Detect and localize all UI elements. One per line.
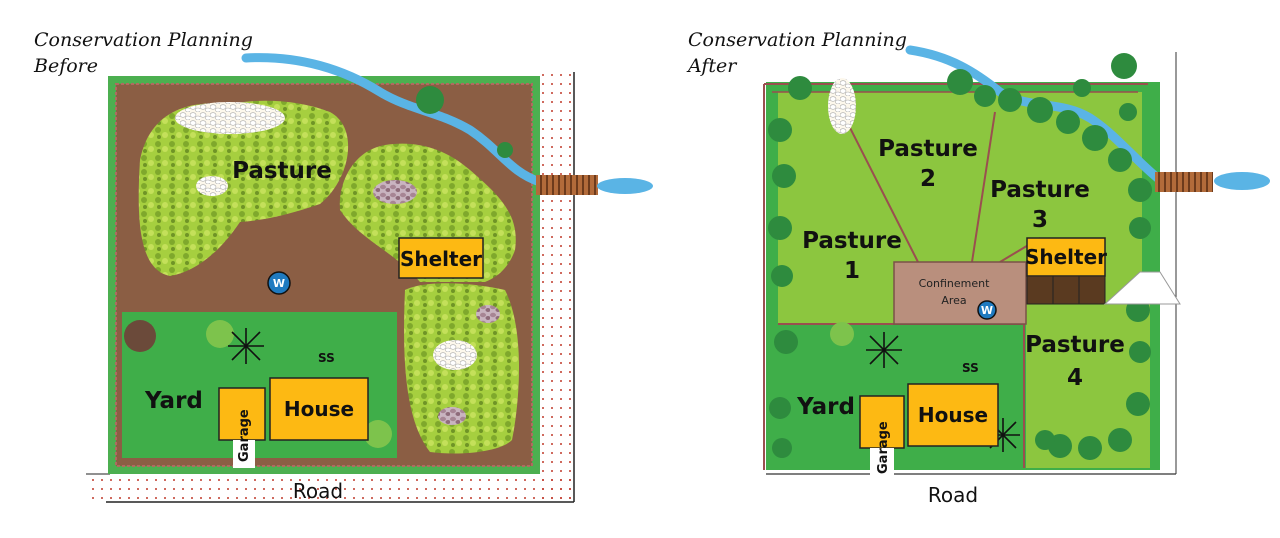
before-rock-patch xyxy=(373,180,417,204)
after-confinement-label-line1: Confinement xyxy=(919,277,991,290)
after-garage-label: Garage xyxy=(876,421,891,474)
after-yard-label: Yard xyxy=(796,394,855,420)
before-well xyxy=(267,271,291,295)
before-well-label: W xyxy=(273,277,285,290)
before-panel: Conservation Planning Before xyxy=(33,29,653,503)
after-pasture-4-label: Pasture xyxy=(1025,332,1125,358)
after-gravel-patch xyxy=(828,78,856,134)
after-road-label: Road xyxy=(928,483,978,507)
after-title-line1: Conservation Planning xyxy=(688,29,907,51)
before-septic-label: SS xyxy=(318,351,335,365)
after-conifer xyxy=(866,332,902,368)
after-well xyxy=(977,300,997,320)
after-driveway xyxy=(870,448,894,478)
before-shelter-label: Shelter xyxy=(400,247,482,271)
before-house-label: House xyxy=(284,397,354,421)
before-conifer xyxy=(228,328,264,364)
after-yard-tree xyxy=(830,322,854,346)
after-septic-label: SS xyxy=(962,361,979,375)
after-pasture-4-number: 4 xyxy=(1067,365,1083,391)
after-stream-outlet xyxy=(1214,172,1270,190)
after-riparian-buffer xyxy=(947,53,1152,202)
before-stream-outlet xyxy=(597,178,653,194)
after-pasture-3-label: Pasture xyxy=(990,177,1090,203)
after-shelter-label: Shelter xyxy=(1025,245,1107,269)
after-windbreak-west xyxy=(768,76,812,458)
before-road-vertical xyxy=(540,74,574,502)
after-confinement-area xyxy=(893,261,1027,325)
after-pasture-2-label: Pasture xyxy=(878,136,978,162)
before-tree xyxy=(416,86,444,114)
before-shelter xyxy=(398,237,484,279)
before-house xyxy=(269,377,369,441)
before-pasture-main xyxy=(138,100,349,276)
before-title-line2: Before xyxy=(33,55,98,77)
after-house-label: House xyxy=(918,403,988,427)
after-panel: Conservation Planning After xyxy=(686,29,1270,507)
after-confinement-label-line2: Area xyxy=(941,294,966,307)
after-stalls xyxy=(1026,275,1106,305)
before-garage xyxy=(218,387,266,441)
before-culvert xyxy=(536,175,598,195)
after-windbreak-east xyxy=(1035,217,1151,460)
before-yard-label: Yard xyxy=(144,388,203,414)
before-garage-label: Garage xyxy=(237,409,252,462)
before-road-label: Road xyxy=(293,479,343,503)
after-pasture-1-number: 1 xyxy=(844,258,860,284)
before-gravel-patch xyxy=(175,102,285,134)
after-house xyxy=(907,383,999,447)
before-road-horizontal xyxy=(92,474,574,502)
after-culvert xyxy=(1155,172,1213,192)
before-title-line1: Conservation Planning xyxy=(34,29,253,51)
before-pasture-label: Pasture xyxy=(232,158,332,184)
after-pasture-2-number: 2 xyxy=(920,166,936,192)
after-pasture-1-label: Pasture xyxy=(802,228,902,254)
after-well-label: W xyxy=(981,304,993,317)
before-tree xyxy=(124,320,156,352)
after-title-line2: After xyxy=(686,55,738,77)
after-gate xyxy=(1103,271,1181,305)
after-pasture-3-number: 3 xyxy=(1032,207,1048,233)
after-garage xyxy=(859,395,905,449)
before-driveway xyxy=(233,440,255,468)
